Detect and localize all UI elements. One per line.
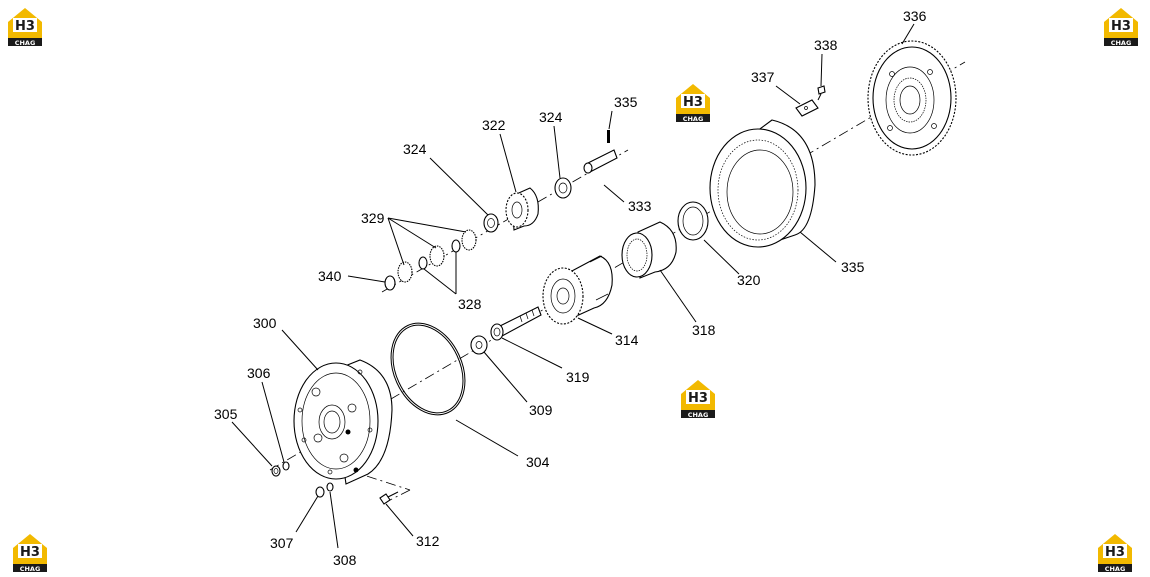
label-306: 306 <box>247 365 271 381</box>
label-309: 309 <box>529 402 553 418</box>
part-309-washer <box>470 335 488 355</box>
label-335: 335 <box>841 259 865 275</box>
label-308: 308 <box>333 552 357 568</box>
label-304: 304 <box>526 454 550 470</box>
label-331: 333 <box>628 198 652 214</box>
part-319-shaft <box>490 306 542 341</box>
label-322: 322 <box>482 117 506 133</box>
label-318: 318 <box>692 322 716 338</box>
part-331-planet-pin <box>583 149 618 174</box>
part-333-spring-pin <box>607 130 610 143</box>
part-314-pinion-gear <box>542 255 613 325</box>
leader-lines <box>231 23 915 549</box>
svg-text:CHAG: CHAG <box>688 411 709 419</box>
label-320: 320 <box>737 272 761 288</box>
label-340: 340 <box>318 268 342 284</box>
watermark-logo: H3 CHAG <box>1098 534 1132 573</box>
part-336-ring-gear <box>867 40 957 156</box>
label-324-upper: 324 <box>539 109 563 125</box>
watermark-logo: H3 CHAG <box>1104 8 1138 47</box>
label-307: 307 <box>270 535 294 551</box>
svg-text:CHAG: CHAG <box>683 115 704 123</box>
part-300-housing <box>293 359 393 485</box>
part-324-thrust-washer-lower <box>483 213 499 233</box>
svg-text:CHAG: CHAG <box>15 39 36 47</box>
svg-text:H3: H3 <box>15 19 35 34</box>
svg-text:CHAG: CHAG <box>1105 565 1126 573</box>
svg-text:H3: H3 <box>1105 545 1125 560</box>
watermark-logo: H3 CHAG <box>13 534 47 573</box>
part-307-plug <box>315 486 325 498</box>
label-337: 337 <box>751 69 775 85</box>
part-320-thrust-ring <box>677 201 709 241</box>
part-337-lock-plate <box>795 99 819 117</box>
label-329: 329 <box>361 210 385 226</box>
part-338-screw <box>817 85 826 101</box>
part-335-ring-housing <box>709 119 816 248</box>
label-305: 305 <box>214 406 238 422</box>
label-328: 328 <box>458 296 482 312</box>
label-333: 335 <box>614 94 638 110</box>
label-336: 336 <box>903 8 927 24</box>
label-300: 300 <box>253 315 277 331</box>
svg-text:H3: H3 <box>683 95 703 110</box>
label-314: 314 <box>615 332 639 348</box>
watermark-logo: H3 CHAG <box>8 8 42 47</box>
part-305-plug <box>271 465 281 477</box>
part-340-snap-ring <box>384 275 396 291</box>
part-322-planet-gear <box>505 187 539 231</box>
part-329-needle-rollers <box>397 229 477 283</box>
part-312-bolt <box>379 491 399 505</box>
part-308-seal <box>326 482 334 492</box>
part-304-o-ring <box>390 322 466 416</box>
label-338: 338 <box>814 37 838 53</box>
svg-text:CHAG: CHAG <box>20 565 41 573</box>
watermark-logo: H3 CHAG <box>681 380 715 419</box>
part-328-spacer-rings <box>418 239 461 270</box>
svg-text:CHAG: CHAG <box>1111 39 1132 47</box>
svg-text:H3: H3 <box>1111 19 1131 34</box>
part-318-bearing-sleeve <box>621 221 677 279</box>
part-324-thrust-washer-upper <box>554 177 572 199</box>
svg-text:H3: H3 <box>688 391 708 406</box>
label-324-lower: 324 <box>403 141 427 157</box>
svg-text:H3: H3 <box>20 545 40 560</box>
part-labels: 336 338 337 335 324 322 324 333 329 335 … <box>214 8 927 568</box>
watermark-logo: H3 CHAG <box>676 84 710 123</box>
part-306-seal <box>282 461 290 471</box>
label-319: 319 <box>566 369 590 385</box>
label-312: 312 <box>416 533 440 549</box>
